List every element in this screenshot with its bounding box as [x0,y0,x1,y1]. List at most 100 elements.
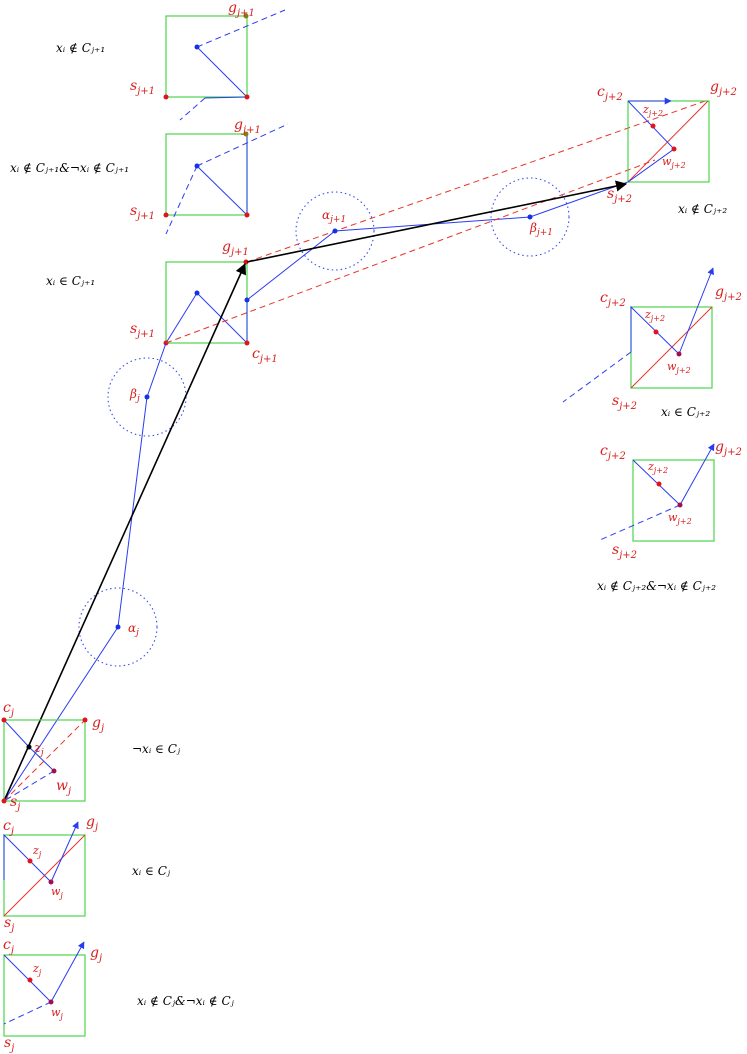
point [82,717,88,723]
blue-dashed-path [179,97,206,121]
w-j2-label: wj+2 [662,155,686,170]
point [48,999,54,1005]
point [244,212,250,218]
condition-label: ¬xᵢ ∈ Cⱼ [132,742,181,756]
g-j-label: gj [92,715,104,734]
condition-label: xᵢ ∉ Cⱼ₊₁ [56,41,105,55]
point [332,228,338,234]
point [163,94,169,100]
g-j2-label: gj+2 [715,284,742,303]
point [677,502,683,508]
condition-label: xᵢ ∉ Cⱼ₊₂ [678,202,727,216]
clause-box [632,459,715,542]
point [671,146,677,152]
point [243,13,249,19]
blue-dashed-path [196,123,289,167]
point [194,290,200,296]
gadget-j2-in: cj+2 gj+2 zj+2 wj+2 sj+2 xᵢ ∈ Cⱼ₊₂ [562,267,742,419]
c-j-label: cj [3,818,14,837]
point [27,858,33,864]
c-j-label: cj [3,700,14,719]
g-j1-label: gj+1 [222,239,249,258]
black-arrow [246,180,628,263]
point [653,329,659,335]
w-j2-label: wj+2 [667,360,691,375]
point [656,481,662,487]
w-j-label: wj [51,885,63,900]
s-j1-label: sj+1 [130,203,155,222]
beta-j-label: βj [129,387,140,404]
point [650,123,656,129]
s-j-label: sj [10,794,20,813]
z-j-label: zj [33,741,44,758]
s-j2-label: sj+2 [612,542,637,561]
gadget-j1-in: gj+1 sj+1 cj+1 xᵢ ∈ Cⱼ₊₁ [46,239,278,365]
blue-path [196,46,248,98]
point [244,340,250,346]
g-j1-label: gj+1 [228,0,255,19]
s-j2-label: sj+2 [607,186,632,205]
blue-path [196,165,248,216]
clause-box [165,15,248,98]
condition-label: xᵢ ∉ Cⱼ₊₂&¬xᵢ ∉ Cⱼ₊₂ [597,579,716,593]
red-path [627,100,709,183]
s-j1-label: sj+1 [130,321,155,340]
blue-dashed-path [562,351,632,403]
blue-path [3,833,52,883]
z-j2-label: zj+2 [647,460,668,475]
main-route: αj βj αj+1 βj+1 [3,99,709,802]
point [194,44,200,50]
blue-arrow [679,443,715,506]
g-j-label: gj [86,814,98,833]
g-j2-label: gj+2 [710,79,737,98]
point [1,798,7,804]
s-j-label: sj [4,1035,14,1054]
black-arrow [3,262,246,802]
c-j-label: cj [3,937,14,956]
g-j2-label: gj+2 [715,439,742,458]
blue-dashed-path [165,165,198,235]
blue-path [630,305,680,355]
blue-arrow [50,941,85,1003]
condition-label: xᵢ ∉ Cⱼ&¬xᵢ ∉ Cⱼ [137,994,235,1008]
blue-path [3,954,52,1003]
condition-label: xᵢ ∈ Cⱼ₊₂ [661,405,710,419]
s-j1-label: sj+1 [130,78,155,97]
c-j2-label: cj+2 [600,443,626,462]
blue-arrow [678,267,714,355]
clause-box [3,954,86,1037]
w-j-label: wj [56,778,71,797]
blue-dashed-path [196,9,286,48]
beta-j1-circle [490,177,570,257]
red-path [630,306,713,389]
blue-arrow [50,821,79,883]
s-j2-label: sj+2 [612,393,637,412]
w-j-label: wj [51,1006,63,1021]
gadget-j1-neither: gj+1 sj+1 xᵢ ∉ Cⱼ₊₁&¬xᵢ ∉ Cⱼ₊₁ [10,117,289,235]
gadget-j2-notin: cj+2 gj+2 zj+2 wj+2 sj+2 xᵢ ∉ Cⱼ₊₂ [597,79,737,216]
point [27,977,33,983]
point [1,717,7,723]
point [115,624,121,630]
alpha-j-circle [78,587,158,667]
red-dashed-path [3,719,86,802]
point [527,214,533,220]
blue-path [204,96,248,99]
w-j2-label: wj+2 [668,511,692,526]
beta-j1-label: βj+1 [529,221,553,238]
blue-path [196,292,248,344]
c-j2-label: cj+2 [597,84,623,103]
point [194,163,200,169]
c-j2-label: cj+2 [600,290,626,309]
condition-label: xᵢ ∈ Cⱼ [132,864,171,878]
point [163,212,169,218]
gadget-j-negin: cj gj zj wj sj ¬xᵢ ∈ Cⱼ [1,700,181,813]
z-j-label: zj [32,844,42,859]
red-dashed-corridor [246,99,709,263]
alpha-j1-circle [295,191,375,271]
condition-label: xᵢ ∉ Cⱼ₊₁&¬xᵢ ∉ Cⱼ₊₁ [10,161,129,175]
z-j2-label: zj+2 [642,103,663,118]
g-j1-label: gj+1 [234,117,261,136]
point [51,768,57,774]
